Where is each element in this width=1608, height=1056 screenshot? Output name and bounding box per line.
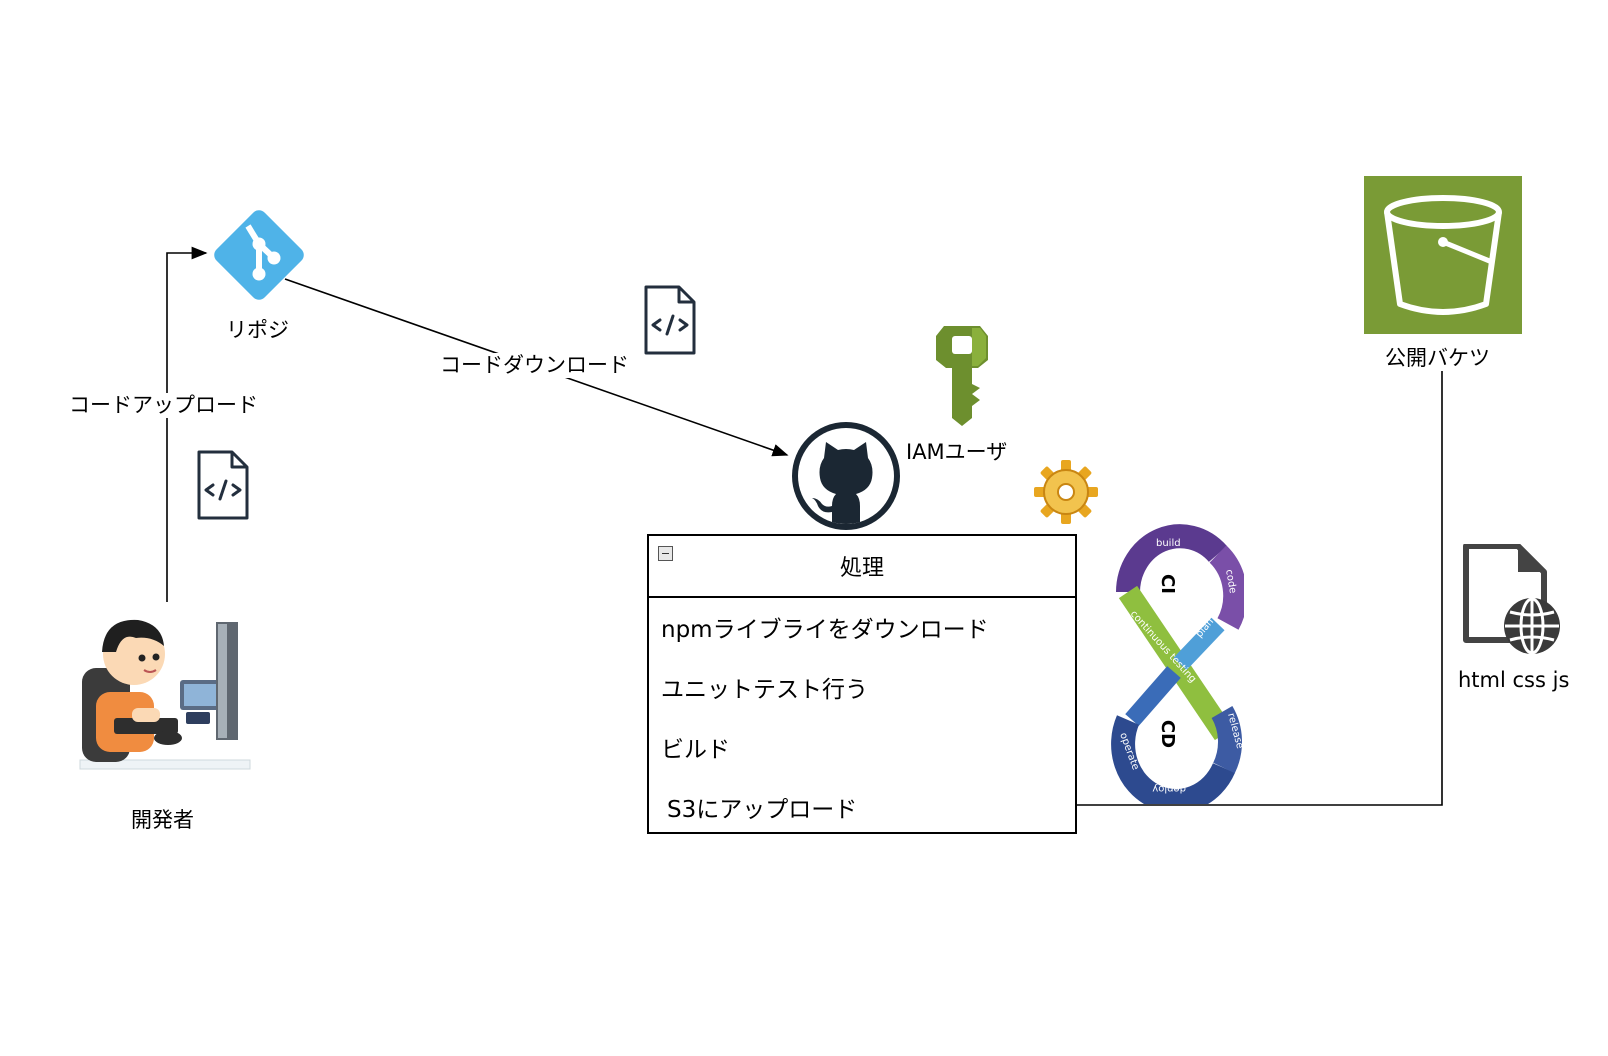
process-container: 処理 npmライブライをダウンロード ユニットテスト行う ビルド S3にアップロ… — [647, 534, 1077, 834]
developer-label: 開発者 — [131, 808, 194, 834]
process-step: ユニットテスト行う — [661, 677, 868, 703]
git-repo-icon — [214, 210, 304, 300]
process-step: S3にアップロード — [667, 797, 858, 823]
s3-bucket-icon — [1364, 176, 1522, 334]
download-edge-label: コードダウンロード — [440, 353, 629, 379]
upload-edge-label: コードアップロード — [69, 393, 258, 419]
cicd-loop-icon: CI CD build code plan continuous testing… — [1111, 524, 1244, 804]
code-file-icon — [644, 285, 696, 355]
gear-icon — [1034, 460, 1098, 524]
files-label: html css js — [1458, 668, 1570, 694]
collapse-button[interactable] — [658, 546, 673, 561]
process-step: ビルド — [661, 737, 730, 763]
build-text: build — [1156, 538, 1181, 549]
ci-text: CI — [1157, 574, 1178, 594]
web-file-icon — [1463, 544, 1560, 655]
iam-key-icon — [936, 326, 988, 426]
bucket-label: 公開バケツ — [1385, 346, 1490, 372]
process-title: 処理 — [839, 556, 884, 581]
code-text: code — [1223, 569, 1238, 595]
developer-illustration — [79, 619, 251, 770]
repo-label: リポジ — [226, 318, 289, 344]
process-header: 処理 — [649, 536, 1075, 598]
deploy-edge — [1077, 351, 1449, 806]
process-step: npmライブライをダウンロード — [661, 617, 989, 643]
deploy-text: deploy — [1152, 783, 1186, 794]
code-file-icon — [197, 450, 249, 520]
upload-edge — [166, 246, 208, 602]
cd-text: CD — [1157, 720, 1178, 748]
iam-label: IAMユーザ — [906, 440, 1008, 466]
github-actions-icon — [792, 422, 900, 530]
